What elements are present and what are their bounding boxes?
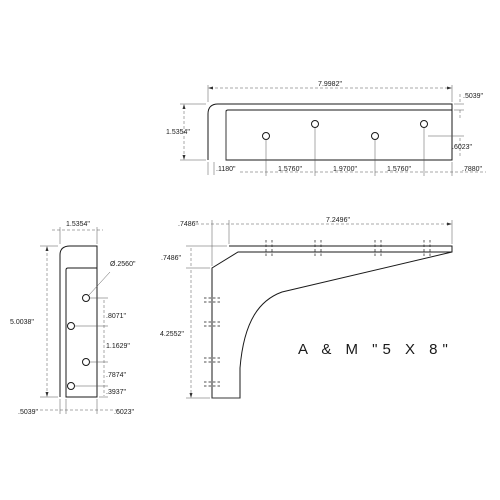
side-view-hole: [67, 382, 75, 390]
side-view-hole: [82, 358, 90, 366]
side-height-label: 5.0038": [10, 319, 34, 326]
top-spacing-3-label: 1.5760": [387, 166, 411, 173]
front-top-lip-vertical-label: .7486": [161, 255, 182, 262]
top-overall-width-label: 7.9982": [318, 81, 342, 88]
side-view-hole: [82, 294, 90, 302]
front-view-outline: [211, 245, 453, 399]
front-body-height-label: 4.2552": [160, 331, 184, 338]
side-base-left-label: .5039": [18, 409, 39, 416]
top-thickness-label: .5039": [463, 93, 484, 100]
top-spacing-2-label: 1.9700": [333, 166, 357, 173]
side-base-right-label: .6023": [114, 409, 135, 416]
side-view-outline: [59, 245, 98, 398]
side-hole-diameter-label: Ø.2560": [110, 261, 136, 268]
front-top-hidden-holes: [265, 240, 431, 256]
top-end-offset-label: .7880": [462, 166, 483, 173]
side-width-label: 1.5354": [66, 221, 90, 228]
top-height-label: 1.5354": [166, 129, 190, 136]
top-lip-label: .1180": [216, 166, 236, 173]
top-view-hole: [311, 120, 319, 128]
top-view-outline: [207, 103, 453, 161]
front-top-lip-label: .7486": [178, 221, 199, 228]
side-bottom-offset-label: .3937": [106, 389, 127, 396]
side-spacing-3-label: .7874": [106, 372, 127, 379]
side-spacing-2-label: 1.1629": [106, 343, 130, 350]
top-spacing-1-label: 1.5760": [278, 166, 302, 173]
side-spacing-1-label: .8071": [106, 313, 127, 320]
front-view: .7486" 7.2496" .7486" 4.2552": [160, 217, 453, 399]
top-view-hole: [371, 132, 379, 140]
side-view: 1.5354" 5.0038" Ø.2560" .8071" 1.1629" .…: [10, 221, 136, 416]
drawing-title: A & M "5 X 8": [298, 341, 453, 358]
top-view-hole: [262, 132, 270, 140]
top-view-hole: [420, 120, 428, 128]
front-top-length-label: 7.2496": [326, 217, 350, 224]
top-hole-offset-label: .6023": [452, 144, 473, 151]
side-view-hole: [67, 322, 75, 330]
top-view: 7.9982" .5039" 1.5354" .6023" .1180" 1.5…: [166, 81, 486, 176]
